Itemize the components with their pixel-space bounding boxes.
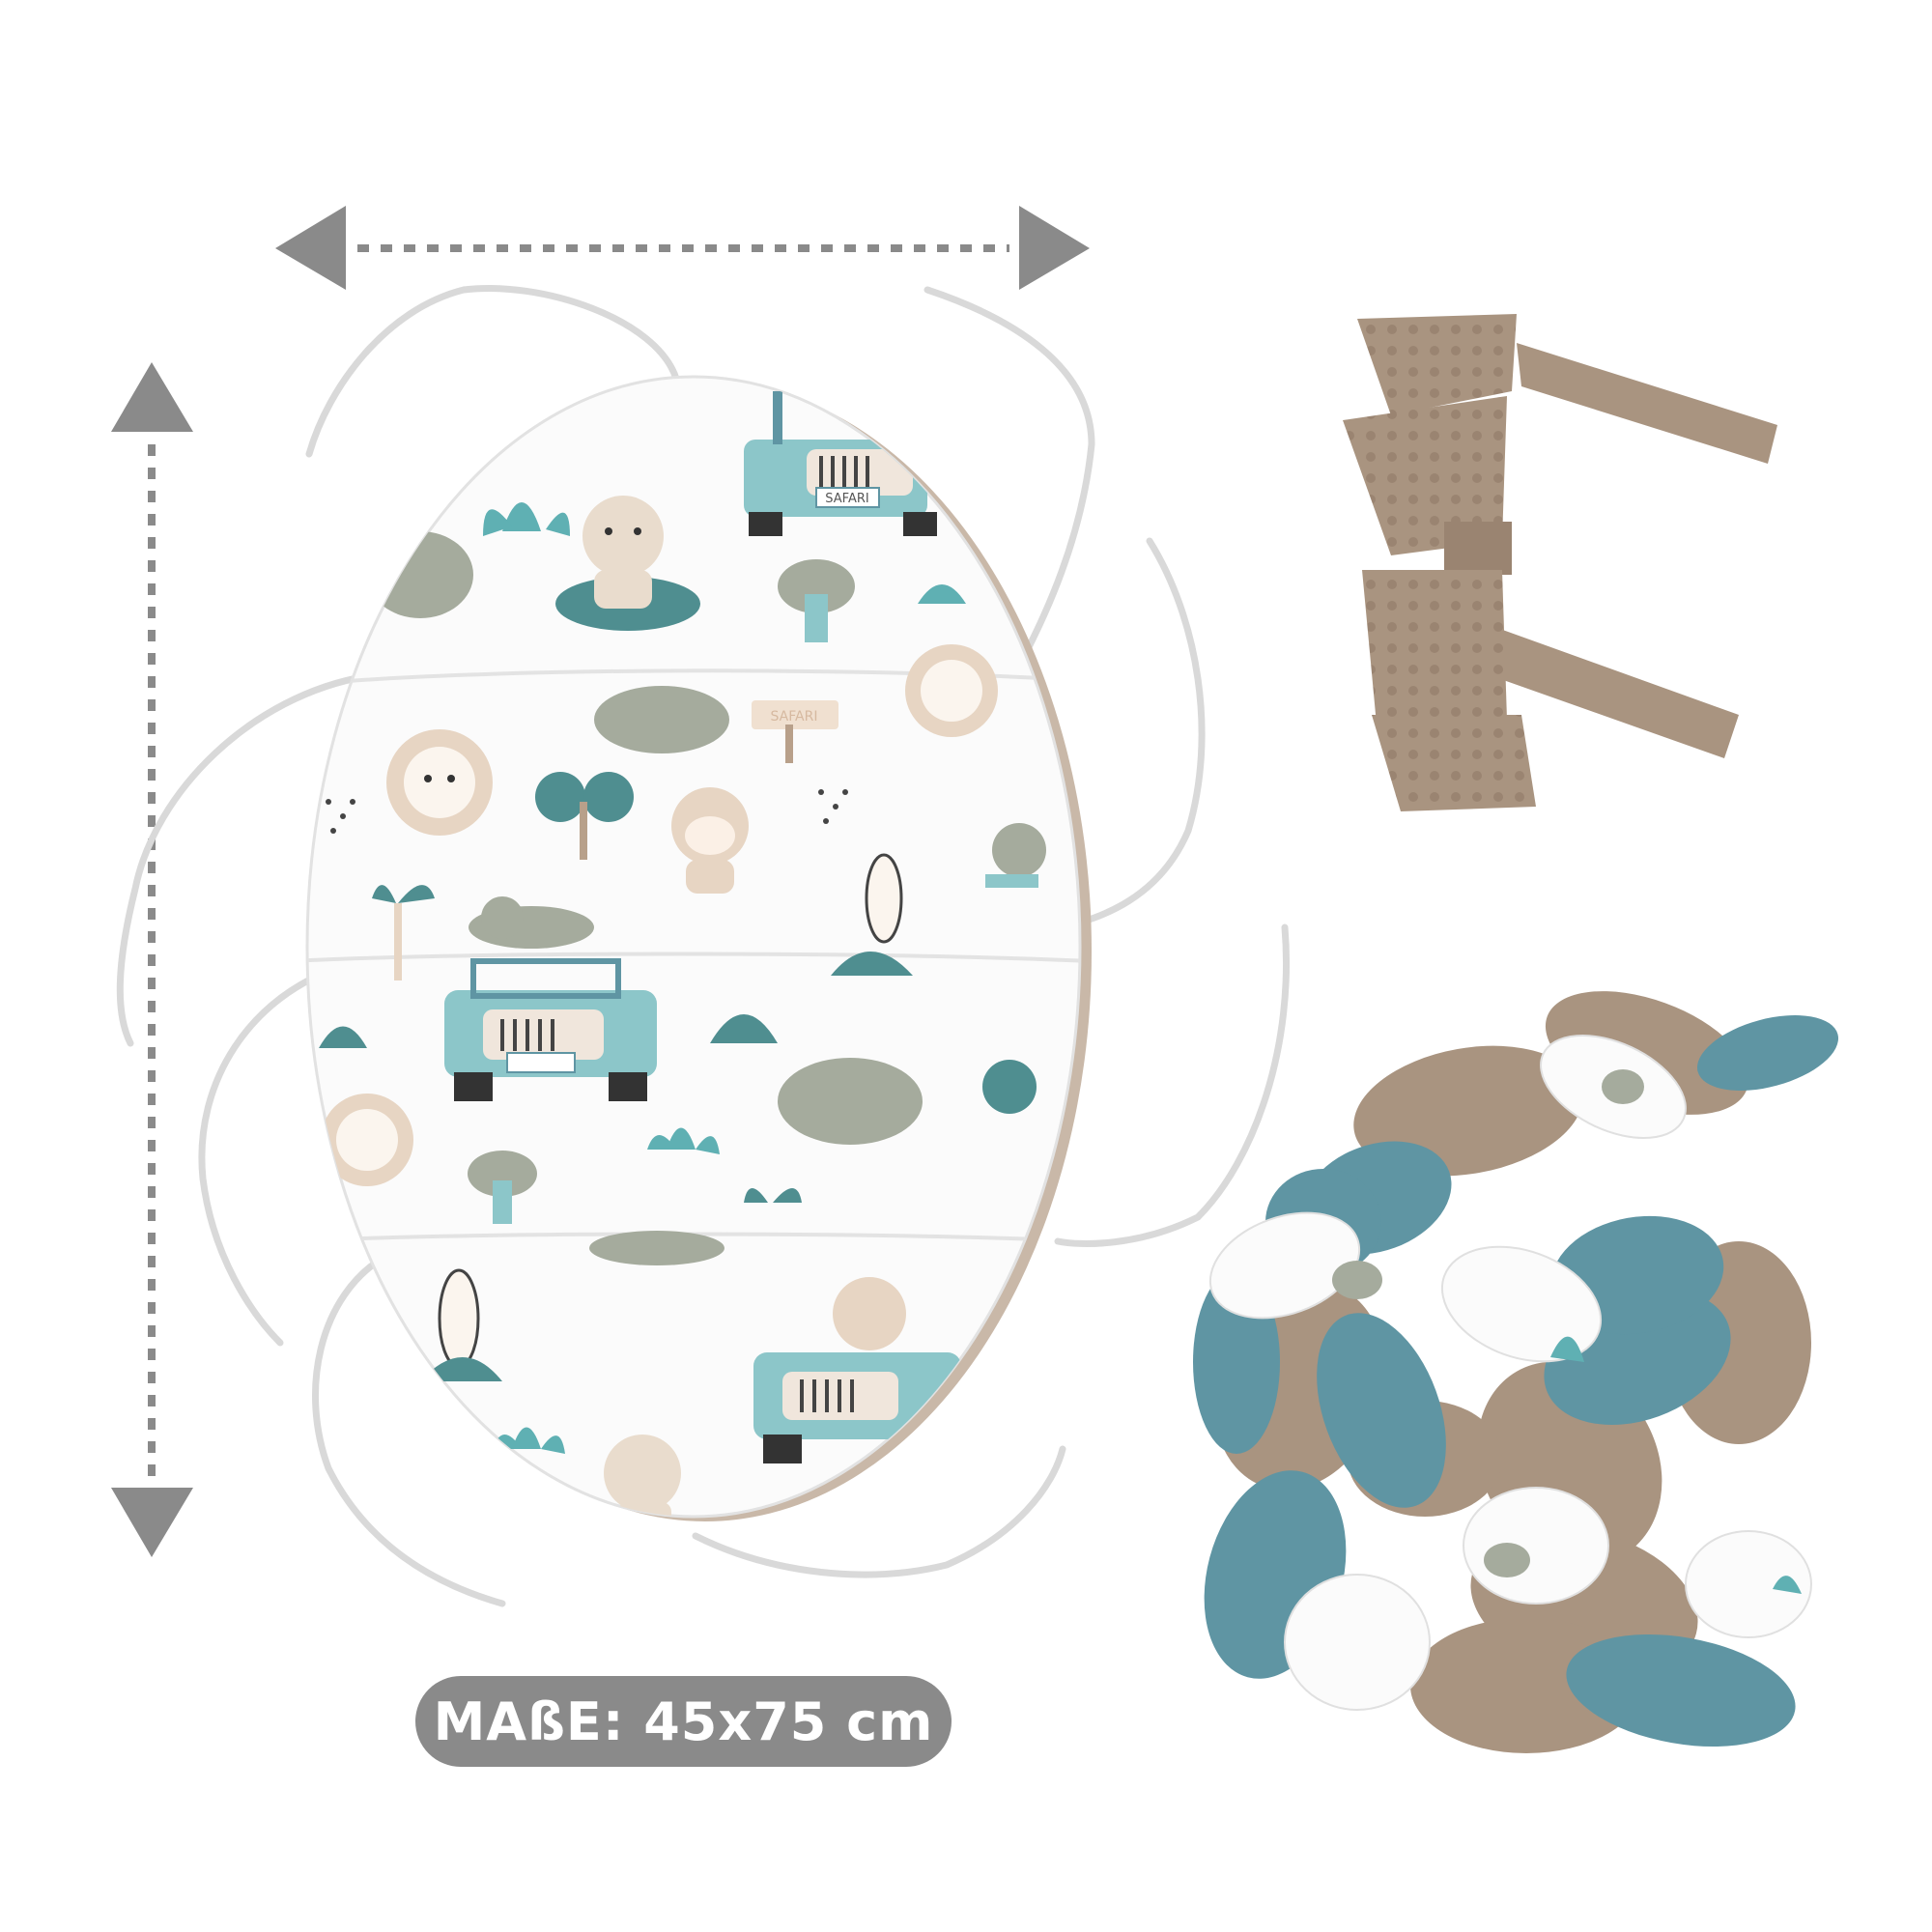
- dimension-badge: MAßE: 45x75 cm: [415, 1676, 952, 1767]
- jeep-print: [444, 958, 657, 1101]
- leaf-print: [483, 502, 570, 536]
- arrow-down-icon: [111, 1488, 193, 1557]
- sloth-print: [589, 1231, 724, 1265]
- tie-strings: [116, 285, 1291, 1607]
- giraffe-print: [420, 1268, 502, 1381]
- dimension-text: MAßE: 45x75 cm: [433, 1690, 934, 1752]
- tree-print: [535, 772, 634, 860]
- koala-print: [469, 896, 594, 949]
- tree-print: [778, 559, 855, 642]
- giraffe-print: [831, 853, 913, 976]
- baby-nest-mat: SAFARI: [305, 375, 1092, 1521]
- monkey-print: [671, 787, 749, 894]
- palm-print: [372, 885, 435, 980]
- hippo-print: [778, 1058, 923, 1145]
- jeep-print: SAFARI: [744, 391, 937, 536]
- minky-bow-tie: [1343, 314, 1777, 811]
- arrow-right-icon: [1019, 206, 1090, 290]
- koala-print: [985, 823, 1046, 888]
- sign-post-label: SAFARI: [771, 709, 818, 724]
- jeep-sign-label: SAFARI: [825, 492, 868, 506]
- lion-print: [386, 729, 493, 836]
- width-dimension-arrow: [275, 206, 1090, 290]
- rhino-print: [594, 686, 729, 753]
- tiger-print: [555, 496, 700, 631]
- height-dimension-arrow: [111, 362, 193, 1557]
- arrow-up-icon: [111, 362, 193, 432]
- tree-print: [468, 1151, 537, 1224]
- braided-bumper: [1193, 991, 1839, 1753]
- arrow-left-icon: [275, 206, 346, 290]
- sign-post-print: SAFARI: [752, 700, 838, 763]
- lion-print: [905, 644, 998, 737]
- lion-print: [321, 1094, 413, 1186]
